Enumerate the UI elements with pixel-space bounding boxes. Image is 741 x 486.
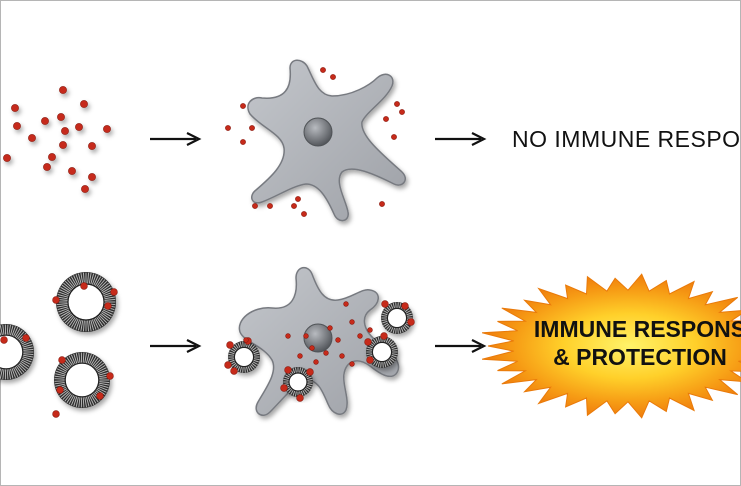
antigen-dot bbox=[303, 333, 309, 339]
immune-response-line1: IMMUNE RESPONS bbox=[533, 316, 741, 342]
antigen-dot bbox=[357, 333, 363, 339]
antigen-dot bbox=[401, 302, 409, 310]
right-arrow-icon bbox=[150, 339, 202, 353]
antigen-dot bbox=[327, 325, 333, 331]
antigen-dot bbox=[366, 356, 374, 364]
antigen-dot bbox=[391, 134, 397, 140]
liposome-icon bbox=[283, 367, 313, 397]
right-arrow-icon bbox=[435, 339, 487, 353]
liposome-icon bbox=[56, 272, 116, 332]
antigen-dot bbox=[280, 384, 288, 392]
antigen-dot bbox=[43, 163, 51, 171]
antigen-dot bbox=[41, 117, 49, 125]
right-arrow-icon bbox=[150, 132, 202, 146]
antigen-dot bbox=[383, 116, 389, 122]
no-immune-response-label: NO IMMUNE RESPONS bbox=[512, 126, 741, 152]
antigen-dot bbox=[104, 302, 112, 310]
antigen-dot bbox=[379, 201, 385, 207]
antigen-dot bbox=[0, 336, 8, 344]
antigen-dot bbox=[110, 288, 118, 296]
liposome-icon bbox=[228, 341, 260, 373]
antigen-dot bbox=[330, 74, 336, 80]
internalized-antigens bbox=[243, 301, 373, 367]
antigen-dot bbox=[225, 125, 231, 131]
antigen-dot bbox=[96, 392, 104, 400]
starburst-icon bbox=[481, 273, 741, 419]
antigen-dot bbox=[240, 139, 246, 145]
antigen-dot bbox=[249, 125, 255, 131]
antigen-dot bbox=[52, 296, 60, 304]
cell-liposomes-group bbox=[224, 300, 415, 402]
antigen-dot bbox=[296, 394, 304, 402]
antigen-dot bbox=[394, 101, 400, 107]
antigen-dot bbox=[75, 123, 83, 131]
antigen-dot bbox=[3, 154, 11, 162]
antigen-dot bbox=[106, 372, 114, 380]
antigen-dot bbox=[103, 125, 111, 133]
antigen-dot bbox=[56, 386, 64, 394]
cell-surrounding-antigens bbox=[225, 67, 405, 217]
antigen-dot bbox=[313, 359, 319, 365]
antigen-dot bbox=[407, 318, 415, 326]
right-arrow-icon bbox=[435, 132, 487, 146]
liposome-group bbox=[0, 272, 118, 418]
antigen-dot bbox=[306, 368, 314, 376]
antigen-dot bbox=[323, 350, 329, 356]
dendritic-cell-icon bbox=[247, 59, 406, 222]
antigen-dot bbox=[349, 361, 355, 367]
antigen-dot bbox=[320, 67, 326, 73]
antigen-dot bbox=[335, 337, 341, 343]
antigen-dot bbox=[343, 301, 349, 307]
antigen-dot bbox=[301, 211, 307, 217]
antigen-dot bbox=[68, 167, 76, 175]
antigen-dot bbox=[52, 410, 60, 418]
antigen-dot bbox=[291, 203, 297, 209]
antigen-dot bbox=[295, 196, 301, 202]
antigen-dot bbox=[230, 367, 238, 375]
antigen-dot bbox=[380, 332, 388, 340]
antigen-dot bbox=[13, 122, 21, 130]
antigen-dot bbox=[285, 333, 291, 339]
free-antigens-group bbox=[3, 86, 111, 193]
antigen-dot bbox=[61, 127, 69, 135]
antigen-dot bbox=[297, 353, 303, 359]
antigen-dot bbox=[349, 319, 355, 325]
antigen-dot bbox=[224, 361, 232, 369]
antigen-dot bbox=[11, 104, 19, 112]
antigen-dot bbox=[399, 109, 405, 115]
antigen-dot bbox=[284, 366, 292, 374]
antigen-dot bbox=[309, 345, 315, 351]
antigen-dot bbox=[80, 100, 88, 108]
dendritic-cell-icon bbox=[238, 266, 400, 416]
antigen-dot bbox=[339, 353, 345, 359]
antigen-dot bbox=[226, 341, 234, 349]
antigen-dot bbox=[252, 203, 258, 209]
starburst-shape bbox=[481, 273, 741, 419]
antigen-dot bbox=[267, 203, 273, 209]
antigen-dot bbox=[88, 173, 96, 181]
liposome-icon bbox=[366, 336, 398, 368]
antigen-dot bbox=[59, 141, 67, 149]
antigen-dot bbox=[48, 153, 56, 161]
antigen-dot bbox=[80, 282, 88, 290]
antigen-dot bbox=[57, 113, 65, 121]
liposome-icon bbox=[0, 324, 34, 380]
antigen-dot bbox=[364, 338, 372, 346]
antigen-dot bbox=[367, 327, 373, 333]
antigen-dot bbox=[28, 134, 36, 142]
antigen-dot bbox=[381, 300, 389, 308]
antigen-dot bbox=[88, 142, 96, 150]
antigen-dot bbox=[240, 103, 246, 109]
antigen-dot bbox=[58, 356, 66, 364]
immune-response-label: IMMUNE RESPONS & PROTECTION bbox=[490, 315, 741, 371]
antigen-dot bbox=[81, 185, 89, 193]
immune-response-line2: & PROTECTION bbox=[553, 344, 727, 370]
antigen-dot bbox=[59, 86, 67, 94]
antigen-dot bbox=[243, 337, 249, 343]
antigen-dot bbox=[22, 334, 30, 342]
